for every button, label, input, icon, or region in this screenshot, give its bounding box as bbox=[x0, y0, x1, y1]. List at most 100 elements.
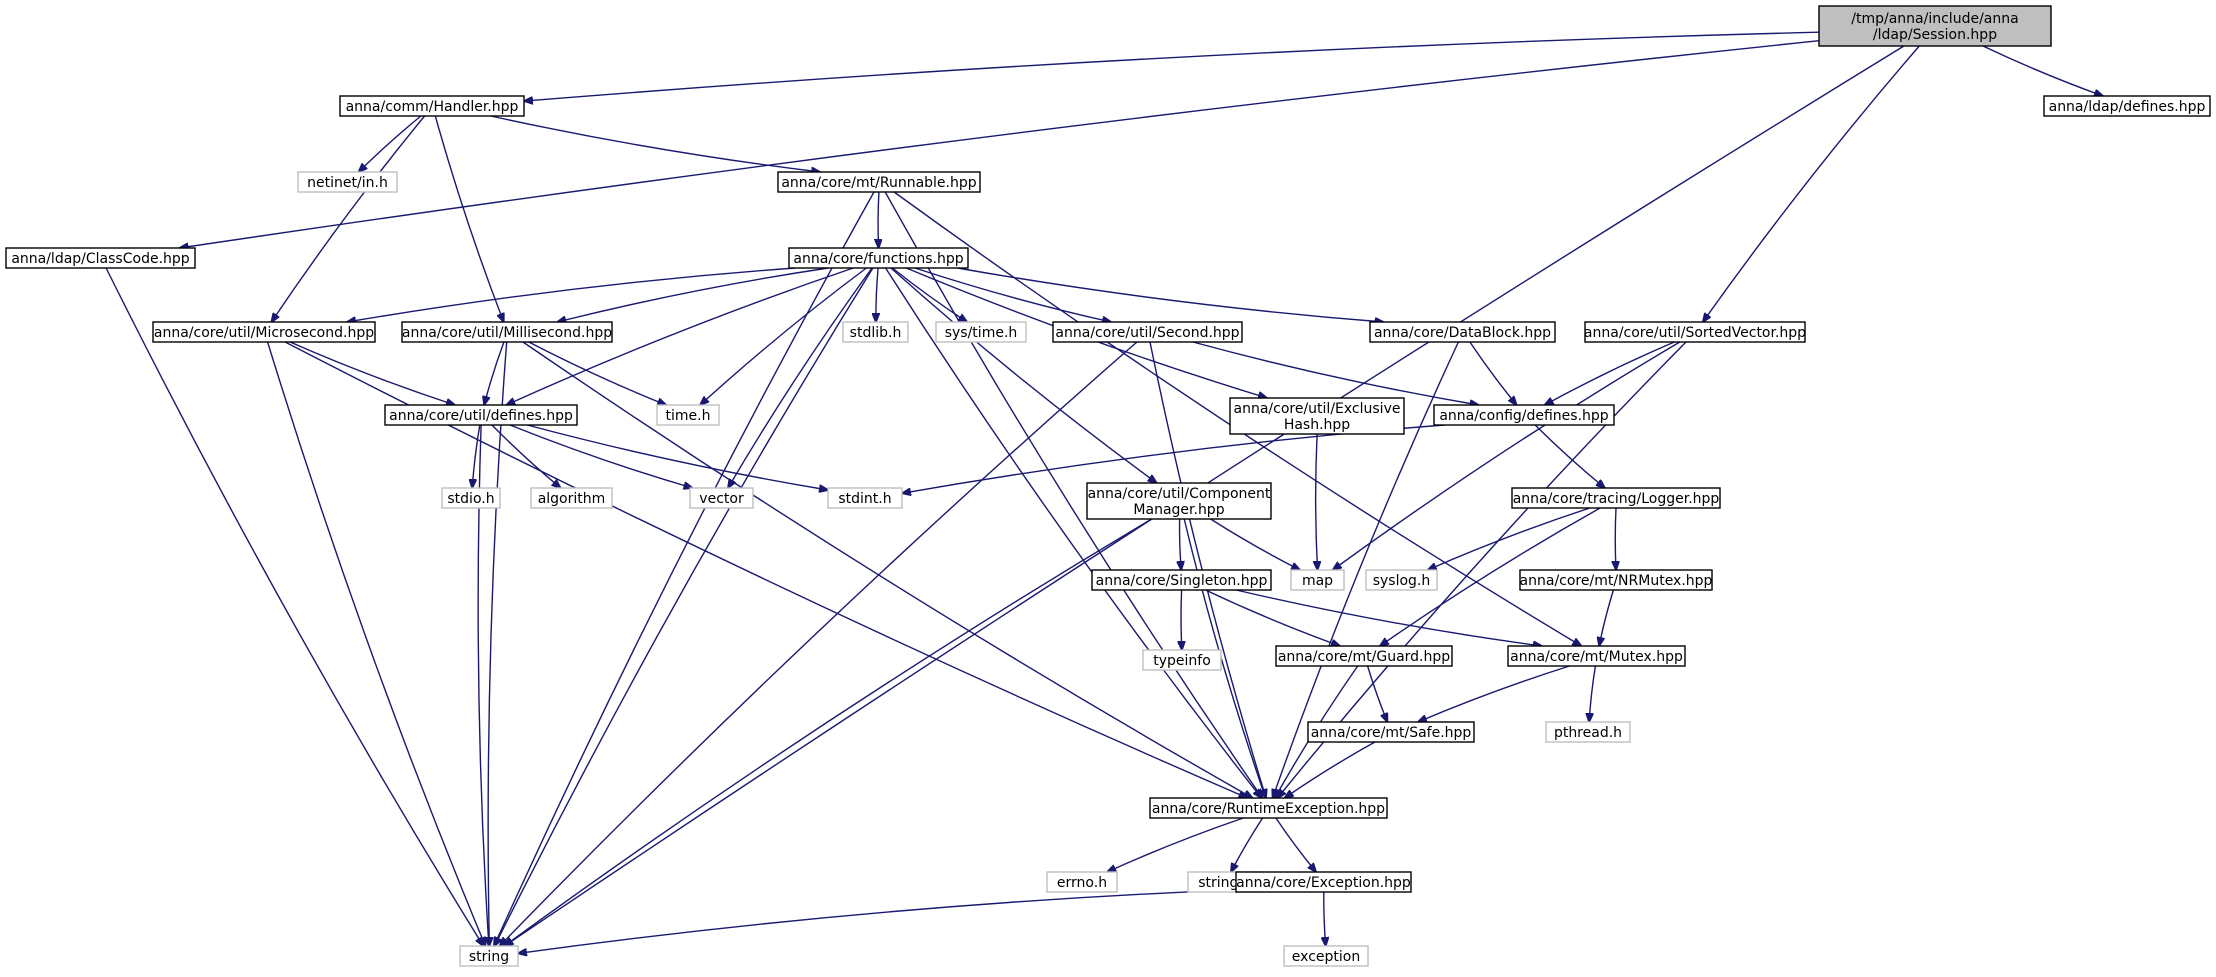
node-syslog[interactable]: syslog.h bbox=[1365, 569, 1438, 591]
node-label-timeh: time.h bbox=[666, 408, 711, 424]
node-box-string bbox=[459, 945, 519, 967]
node-handler[interactable]: anna/comm/Handler.hpp bbox=[339, 95, 525, 117]
node-box-microsecond bbox=[152, 321, 376, 343]
node-label-runtimeexception: anna/core/RuntimeException.hpp bbox=[1152, 801, 1385, 817]
node-systime[interactable]: sys/time.h bbox=[935, 321, 1027, 343]
node-label-vector: vector bbox=[699, 491, 744, 507]
node-pthread[interactable]: pthread.h bbox=[1545, 721, 1631, 743]
edge-microsecond-to-string bbox=[266, 341, 486, 946]
edge-mutex-to-pthread bbox=[1589, 665, 1597, 722]
edge-sortedvector-to-map bbox=[1333, 341, 1681, 570]
node-box-runtimeexception bbox=[1149, 797, 1388, 819]
node-label-logger: anna/core/tracing/Logger.hpp bbox=[1513, 491, 1720, 507]
node-box-pthread bbox=[1545, 721, 1631, 743]
node-label-pthread: pthread.h bbox=[1554, 725, 1622, 741]
edge-handler-to-microsecond bbox=[271, 115, 426, 322]
node-safe[interactable]: anna/core/mt/Safe.hpp bbox=[1307, 721, 1475, 743]
node-stdlib[interactable]: stdlib.h bbox=[842, 321, 909, 343]
edge-safe-to-runtimeexception bbox=[1285, 741, 1376, 798]
node-box-sortedvector bbox=[1584, 321, 1806, 343]
edge-millisecond-to-runtimeexception bbox=[522, 341, 1253, 798]
node-singleton[interactable]: anna/core/Singleton.hpp bbox=[1091, 569, 1272, 591]
node-string[interactable]: string bbox=[459, 945, 519, 967]
node-exception[interactable]: exception bbox=[1283, 945, 1369, 967]
edge-functions-to-millisecond bbox=[557, 267, 829, 322]
node-stdio[interactable]: stdio.h bbox=[441, 487, 501, 509]
node-algorithm[interactable]: algorithm bbox=[530, 487, 613, 509]
node-label-nrmutex: anna/core/mt/NRMutex.hpp bbox=[1520, 573, 1713, 589]
node-box-stdlib bbox=[842, 321, 909, 343]
node-exception_hpp[interactable]: anna/core/Exception.hpp bbox=[1235, 871, 1412, 893]
node-map[interactable]: map bbox=[1290, 569, 1345, 591]
node-typeinfo[interactable]: typeinfo bbox=[1142, 649, 1222, 671]
node-box-typeinfo bbox=[1142, 649, 1222, 671]
node-label-exclusivehash: anna/core/util/Exclusive bbox=[1234, 401, 1401, 417]
file-nodes: /tmp/anna/include/anna/ldap/Session.hpp a… bbox=[5, 5, 2211, 967]
node-netinet[interactable]: netinet/in.h bbox=[297, 171, 398, 193]
node-ldapdefines[interactable]: anna/ldap/defines.hpp bbox=[2043, 95, 2211, 117]
node-label-exclusivehash: Hash.hpp bbox=[1284, 417, 1350, 433]
node-configdefines[interactable]: anna/config/defines.hpp bbox=[1433, 404, 1615, 426]
node-box-exception_hpp bbox=[1235, 871, 1412, 893]
node-label-datablock: anna/core/DataBlock.hpp bbox=[1374, 325, 1551, 341]
node-errno[interactable]: errno.h bbox=[1046, 871, 1118, 893]
node-second[interactable]: anna/core/util/Second.hpp bbox=[1052, 321, 1243, 343]
node-datablock[interactable]: anna/core/DataBlock.hpp bbox=[1369, 321, 1556, 343]
node-sortedvector[interactable]: anna/core/util/SortedVector.hpp bbox=[1584, 321, 1806, 343]
edge-runtimeexception-to-errno bbox=[1107, 817, 1244, 872]
node-box-componentmanager bbox=[1086, 482, 1272, 520]
node-box-stdint bbox=[827, 487, 903, 509]
node-guard[interactable]: anna/core/mt/Guard.hpp bbox=[1275, 645, 1453, 667]
node-label-handler: anna/comm/Handler.hpp bbox=[346, 99, 519, 115]
node-utildefines[interactable]: anna/core/util/defines.hpp bbox=[384, 404, 578, 426]
node-functions[interactable]: anna/core/functions.hpp bbox=[788, 247, 969, 269]
node-label-microsecond: anna/core/util/Microsecond.hpp bbox=[154, 325, 374, 341]
edge-guard-to-safe bbox=[1366, 665, 1388, 722]
edge-datablock-to-configdefines bbox=[1469, 341, 1517, 405]
edge-handler-to-netinet bbox=[359, 115, 422, 172]
node-microsecond[interactable]: anna/core/util/Microsecond.hpp bbox=[152, 321, 376, 343]
node-label-exception_hpp: anna/core/Exception.hpp bbox=[1236, 875, 1411, 891]
edge-nrmutex-to-mutex bbox=[1599, 589, 1615, 646]
node-runtimeexception[interactable]: anna/core/RuntimeException.hpp bbox=[1149, 797, 1388, 819]
node-classcode[interactable]: anna/ldap/ClassCode.hpp bbox=[5, 247, 196, 269]
node-label-stdint: stdint.h bbox=[838, 491, 891, 507]
node-label-stdio: stdio.h bbox=[447, 491, 494, 507]
node-mutex[interactable]: anna/core/mt/Mutex.hpp bbox=[1507, 645, 1686, 667]
edge-functions-to-vector bbox=[728, 267, 873, 488]
node-runnable[interactable]: anna/core/mt/Runnable.hpp bbox=[777, 171, 981, 193]
node-label-guard: anna/core/mt/Guard.hpp bbox=[1278, 649, 1450, 665]
node-stdint[interactable]: stdint.h bbox=[827, 487, 903, 509]
edge-singleton-to-guard bbox=[1205, 589, 1341, 646]
node-box-runnable bbox=[777, 171, 981, 193]
node-label-classcode: anna/ldap/ClassCode.hpp bbox=[11, 251, 189, 267]
node-label-exception: exception bbox=[1292, 949, 1360, 965]
edge-functions-to-stdlib bbox=[876, 267, 878, 322]
node-millisecond[interactable]: anna/core/util/Millisecond.hpp bbox=[401, 321, 613, 343]
edge-handler-to-millisecond bbox=[434, 115, 503, 322]
node-box-stdio bbox=[441, 487, 501, 509]
node-box-classcode bbox=[5, 247, 196, 269]
node-timeh[interactable]: time.h bbox=[656, 404, 720, 426]
node-label-syslog: syslog.h bbox=[1373, 573, 1431, 589]
node-logger[interactable]: anna/core/tracing/Logger.hpp bbox=[1511, 487, 1721, 509]
edge-microsecond-to-utildefines bbox=[289, 341, 455, 405]
edge-handler-to-runnable bbox=[490, 115, 820, 172]
node-label-ldapdefines: anna/ldap/defines.hpp bbox=[2049, 99, 2206, 115]
node-label-millisecond: anna/core/util/Millisecond.hpp bbox=[402, 325, 612, 341]
node-label-second: anna/core/util/Second.hpp bbox=[1055, 325, 1239, 341]
edge-session-to-classcode bbox=[180, 40, 1820, 248]
edge-runtimeexception-to-stringh bbox=[1231, 817, 1264, 872]
edge-second-to-string bbox=[500, 341, 1138, 946]
node-nrmutex[interactable]: anna/core/mt/NRMutex.hpp bbox=[1519, 569, 1713, 591]
node-vector[interactable]: vector bbox=[689, 487, 754, 509]
edge-session-to-ldapdefines bbox=[1982, 45, 2103, 96]
edge-millisecond-to-utildefines bbox=[484, 341, 505, 405]
node-box-errno bbox=[1046, 871, 1118, 893]
node-label-session: /ldap/Session.hpp bbox=[1873, 27, 1997, 43]
node-session[interactable]: /tmp/anna/include/anna/ldap/Session.hpp bbox=[1818, 5, 2052, 47]
edge-session-to-sortedvector bbox=[1703, 45, 1920, 322]
